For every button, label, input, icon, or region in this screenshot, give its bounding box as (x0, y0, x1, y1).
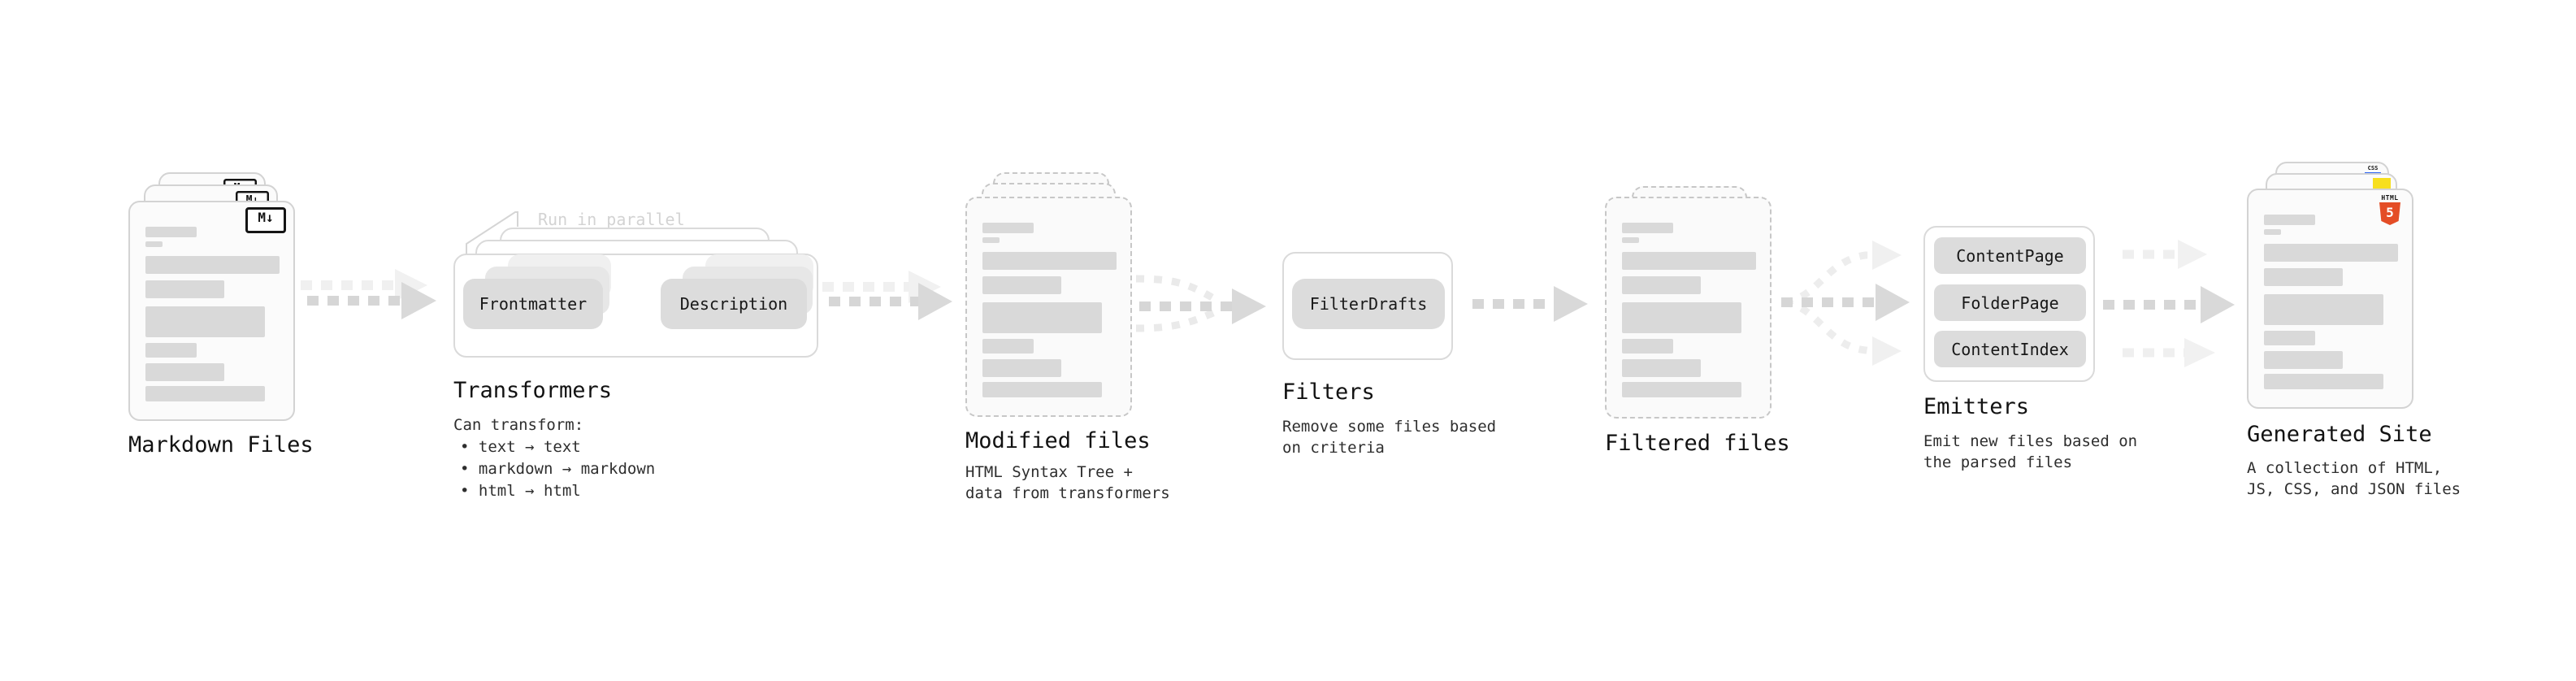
skeleton-text-bar (1622, 223, 1673, 233)
emitters-description: Emit new files based on the parsed files (1923, 431, 2137, 473)
stage-label-markdown: Markdown Files (128, 432, 314, 458)
transformers-description: Can transform: • text → text • markdown … (453, 414, 655, 502)
skeleton-text-bar (145, 343, 197, 358)
desc-line: on criteria (1282, 439, 1385, 457)
skeleton-text-bar (982, 252, 1117, 270)
emitter-pill-folderpage: FolderPage (1934, 284, 2086, 321)
desc-bullet: • text → text (460, 438, 581, 456)
desc-line: data from transformers (965, 484, 1170, 502)
skeleton-text-bar (1622, 302, 1741, 333)
pill-label: Description (679, 294, 788, 314)
js-icon (2373, 178, 2391, 189)
skeleton-text-bar (2264, 244, 2398, 262)
pill-label: Frontmatter (479, 294, 588, 314)
skeleton-text-bar (1622, 359, 1701, 377)
desc-line: HTML Syntax Tree + (965, 463, 1133, 481)
skeleton-text-bar (145, 306, 265, 337)
markdown-icon: M↓ (245, 207, 286, 233)
generated-description: A collection of HTML, JS, CSS, and JSON … (2247, 458, 2461, 500)
filtered-page-front (1605, 197, 1772, 419)
desc-line: Remove some files based (1282, 418, 1497, 436)
skeleton-text-bar (2264, 229, 2281, 235)
emitter-pill-contentindex: ContentIndex (1934, 331, 2086, 367)
skeleton-text-bar (145, 280, 224, 298)
pill-label: FolderPage (1961, 293, 2059, 313)
skeleton-text-bar (1622, 252, 1756, 270)
desc-line: A collection of HTML, (2247, 459, 2443, 477)
desc-bullet: • html → html (460, 482, 581, 500)
skeleton-text-bar (982, 223, 1034, 233)
stage-label-filters: Filters (1282, 380, 1375, 405)
skeleton-text-bar (982, 276, 1061, 294)
modified-description: HTML Syntax Tree + data from transformer… (965, 462, 1170, 504)
emitter-pill-contentpage: ContentPage (1934, 237, 2086, 274)
css-word: CSS (2367, 165, 2379, 171)
transformer-pill-description: Description (661, 279, 807, 329)
run-in-parallel-note: Run in parallel (538, 210, 685, 229)
skeleton-text-bar (982, 302, 1102, 333)
skeleton-text-bar (145, 386, 265, 401)
stage-label-generated: Generated Site (2247, 422, 2432, 447)
pill-label: ContentPage (1956, 245, 2064, 266)
desc-bullet: • markdown → markdown (460, 460, 656, 478)
pill-label: ContentIndex (1951, 339, 2069, 359)
desc-line: Can transform: (453, 416, 584, 434)
stage-label-modified: Modified files (965, 428, 1151, 453)
filter-pill-filterdrafts: FilterDrafts (1292, 279, 1445, 329)
stage-label-emitters: Emitters (1923, 394, 2030, 419)
html5-word: HTML (2381, 194, 2399, 202)
skeleton-text-bar (145, 227, 197, 237)
skeleton-text-bar (2264, 215, 2315, 225)
skeleton-text-bar (1622, 276, 1701, 294)
skeleton-text-bar (982, 382, 1102, 397)
skeleton-text-bar (145, 256, 280, 274)
generated-page-front: HTML 5 (2247, 189, 2413, 409)
desc-line: JS, CSS, and JSON files (2247, 480, 2461, 498)
modified-page-front (965, 197, 1132, 417)
skeleton-text-bar (2264, 331, 2315, 345)
skeleton-text-bar (982, 237, 1000, 243)
skeleton-text-bar (982, 359, 1061, 377)
markdown-page-front: M↓ (128, 201, 295, 421)
skeleton-text-bar (145, 241, 163, 247)
skeleton-text-bar (2264, 351, 2343, 369)
html5-icon: HTML 5 (2378, 194, 2402, 225)
transformer-pill-frontmatter: Frontmatter (463, 279, 603, 329)
skeleton-text-bar (1622, 339, 1673, 354)
desc-line: Emit new files based on (1923, 432, 2138, 450)
desc-line: the parsed files (1923, 453, 2073, 471)
filters-description: Remove some files based on criteria (1282, 416, 1496, 458)
skeleton-text-bar (1622, 237, 1639, 243)
pill-label: FilterDrafts (1309, 294, 1428, 314)
skeleton-text-bar (2264, 374, 2383, 389)
skeleton-text-bar (2264, 268, 2343, 286)
stage-label-filtered: Filtered files (1605, 431, 1790, 456)
skeleton-text-bar (2264, 294, 2383, 325)
html5-shield: 5 (2379, 202, 2400, 225)
stage-label-transformers: Transformers (453, 378, 613, 403)
skeleton-text-bar (1622, 382, 1741, 397)
skeleton-text-bar (982, 339, 1034, 354)
skeleton-text-bar (145, 363, 224, 381)
